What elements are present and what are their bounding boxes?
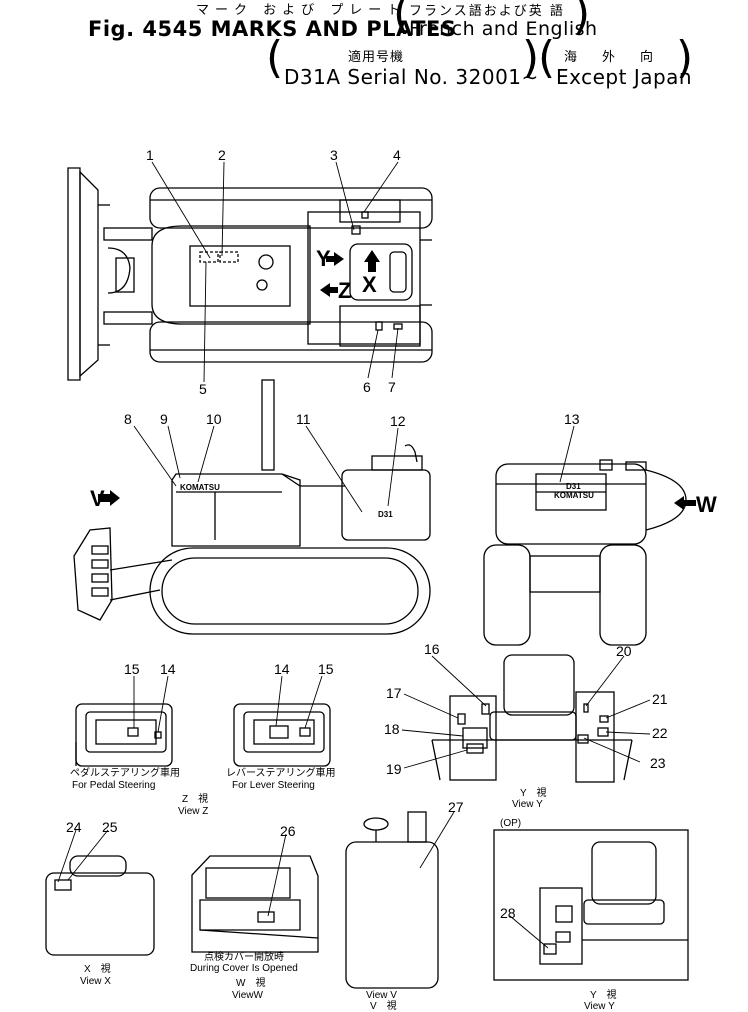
callout-12: 12 — [390, 413, 406, 429]
side-view — [73, 379, 431, 635]
caption-vieww-en: ViewW — [232, 990, 263, 1001]
view-z-lever — [233, 703, 331, 767]
serial-en: D31A Serial No. 32001∼ — [284, 65, 539, 89]
callout-3: 3 — [330, 147, 338, 163]
leader-lines — [57, 161, 651, 949]
callout-7: 7 — [388, 379, 396, 395]
view-x — [45, 855, 155, 956]
caption-pedal-jp: ペダルステアリング車用 — [70, 766, 180, 779]
callout-23: 23 — [650, 755, 666, 771]
callouts: 1 2 3 4 5 6 7 8 9 10 11 12 13 14 15 14 1… — [66, 147, 668, 921]
decal-d31-rear: D31 — [566, 482, 581, 491]
callout-14b: 14 — [274, 661, 290, 677]
callout-6: 6 — [363, 379, 371, 395]
view-marker-v: V — [90, 486, 105, 511]
view-marker-x: X — [362, 272, 377, 297]
lang-jp: フランス語および英 語 — [409, 4, 565, 19]
decal-komatsu-side: KOMATSU — [180, 483, 220, 492]
top-view — [67, 167, 433, 381]
caption-viewy-en: View Y — [512, 799, 543, 810]
paren-right: ) — [676, 32, 694, 83]
lang-block: ( フランス語および英 語 French and English ) — [393, 0, 598, 44]
view-w — [191, 855, 319, 953]
paren-left: ( — [393, 0, 411, 39]
captions: ペダルステアリング車用 For Pedal Steering レバーステアリング… — [70, 766, 617, 1012]
caption-cover-en: During Cover Is Opened — [190, 963, 298, 974]
callout-9: 9 — [160, 411, 168, 427]
caption-viewz-en: View Z — [178, 806, 208, 817]
serial-jp: 適用号機 — [348, 50, 405, 65]
callout-1: 1 — [146, 147, 154, 163]
callout-28: 28 — [500, 905, 516, 921]
view-y — [431, 654, 633, 783]
caption-lever-jp: レバーステアリング車用 — [226, 766, 336, 779]
lang-en: French and English — [409, 18, 598, 40]
callout-2: 2 — [218, 147, 226, 163]
caption-viewx-jp: X 視 — [84, 962, 111, 975]
view-z-pedal — [75, 703, 173, 767]
decal-d31-side: D31 — [378, 510, 393, 519]
caption-viewz-jp: Z 視 — [182, 792, 208, 805]
caption-viewy2-jp: Y 視 — [590, 988, 617, 1001]
view-v — [345, 811, 439, 989]
callout-27: 27 — [448, 799, 464, 815]
paren-left: ( — [266, 32, 284, 83]
callout-10: 10 — [206, 411, 222, 427]
callout-15: 15 — [124, 661, 140, 677]
callout-16: 16 — [424, 641, 440, 657]
decal-komatsu-rear: KOMATSU — [554, 491, 594, 500]
callout-26: 26 — [280, 823, 296, 839]
callout-14: 14 — [160, 661, 176, 677]
paren-right: ) — [522, 32, 540, 83]
callout-13: 13 — [564, 411, 580, 427]
decals: KOMATSU D31 KOMATSU D31 — [180, 482, 594, 519]
callout-20: 20 — [616, 643, 632, 659]
serial-block: ( 適用号機 D31A Serial No. 32001∼ ) — [266, 36, 540, 90]
callout-19: 19 — [386, 761, 402, 777]
caption-viewv-en: View V — [366, 990, 397, 1001]
view-marker-w: W — [696, 492, 717, 517]
callout-15b: 15 — [318, 661, 334, 677]
region-block: ( 海 外 向 Except Japan ) — [538, 36, 693, 90]
paren-left: ( — [538, 32, 556, 83]
view-y-op — [493, 829, 689, 981]
region-jp: 海 外 向 — [564, 50, 660, 65]
caption-pedal-en: For Pedal Steering — [72, 780, 155, 791]
caption-viewx-en: View X — [80, 976, 111, 987]
caption-viewy2-en: View Y — [584, 1001, 615, 1012]
callout-4: 4 — [393, 147, 401, 163]
caption-op: (OP) — [500, 818, 521, 829]
view-markers: Y Z X V W — [90, 246, 717, 517]
title-jp: マーク および プレート — [196, 3, 407, 18]
caption-viewy-jp: Y 視 — [520, 786, 547, 799]
callout-21: 21 — [652, 691, 668, 707]
callout-8: 8 — [124, 411, 132, 427]
caption-viewv-jp: V 視 — [370, 999, 397, 1012]
callout-11: 11 — [296, 411, 311, 427]
view-marker-z: Z — [338, 278, 351, 303]
callout-17: 17 — [386, 685, 402, 701]
caption-lever-en: For Lever Steering — [232, 780, 315, 791]
title-en: Fig. 4545 MARKS AND PLATES — [88, 17, 457, 41]
callout-22: 22 — [652, 725, 668, 741]
callout-18: 18 — [384, 721, 400, 737]
caption-vieww-jp: W 視 — [236, 976, 265, 989]
rear-view — [483, 459, 687, 646]
region-en: Except Japan — [556, 65, 693, 89]
caption-cover-jp: 点検カバー開放時 — [204, 950, 284, 963]
callout-24: 24 — [66, 819, 82, 835]
callout-5: 5 — [199, 381, 207, 397]
view-marker-y: Y — [316, 246, 331, 271]
paren-right: ) — [573, 0, 591, 39]
callout-25: 25 — [102, 819, 118, 835]
